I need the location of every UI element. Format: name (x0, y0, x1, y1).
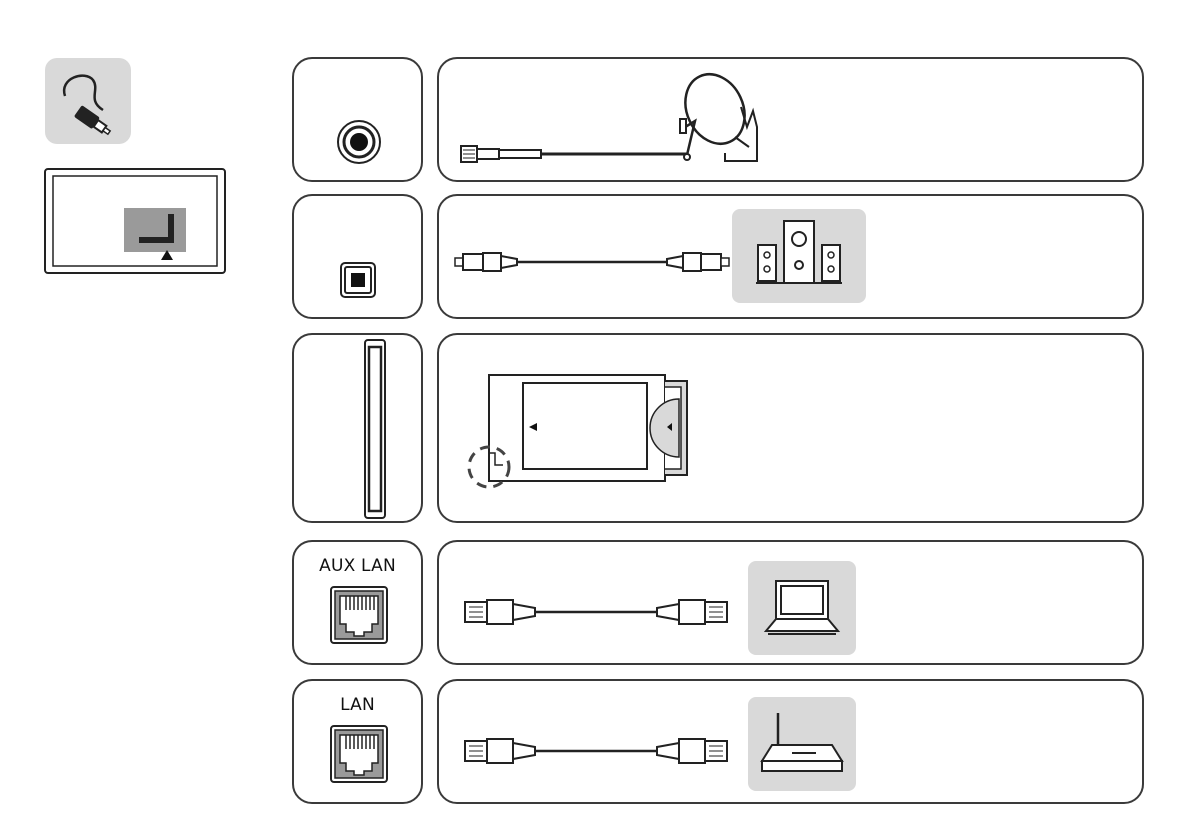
satellite-dish-icon (677, 69, 777, 173)
ci-module-card-icon (467, 373, 697, 493)
router-tile (748, 697, 856, 791)
coax-cable-icon (459, 139, 689, 169)
port-label-aux-lan: AUX LAN (294, 556, 421, 576)
rj45-port-icon (330, 725, 388, 783)
ci-slot-icon (364, 339, 386, 519)
cable-connector-icon (45, 58, 131, 144)
optical-cable-icon (453, 250, 731, 274)
ethernet-cable-icon (463, 737, 729, 765)
laptop-icon (764, 579, 840, 637)
round-coax-port-icon (336, 119, 382, 165)
connection-box-ci-slot (437, 333, 1144, 523)
optical-port-icon (340, 262, 376, 298)
speaker-system-icon (754, 219, 844, 291)
router-icon (758, 709, 846, 777)
port-box-aux-lan: AUX LAN (292, 540, 423, 665)
port-box-lan: LAN (292, 679, 423, 804)
port-box-ci-slot (292, 333, 423, 523)
tv-rear-panel-icon (44, 168, 226, 274)
speaker-system-tile (732, 209, 866, 303)
connection-box-aux-lan (437, 540, 1144, 665)
laptop-tile (748, 561, 856, 655)
connection-box-lan (437, 679, 1144, 804)
port-box-satellite (292, 57, 423, 182)
cable-connector-tile (45, 58, 131, 144)
port-box-optical (292, 194, 423, 319)
ethernet-cable-icon (463, 598, 729, 626)
connection-box-satellite (437, 57, 1144, 182)
port-label-lan: LAN (294, 695, 421, 715)
rj45-port-icon (330, 586, 388, 644)
connection-box-optical (437, 194, 1144, 319)
